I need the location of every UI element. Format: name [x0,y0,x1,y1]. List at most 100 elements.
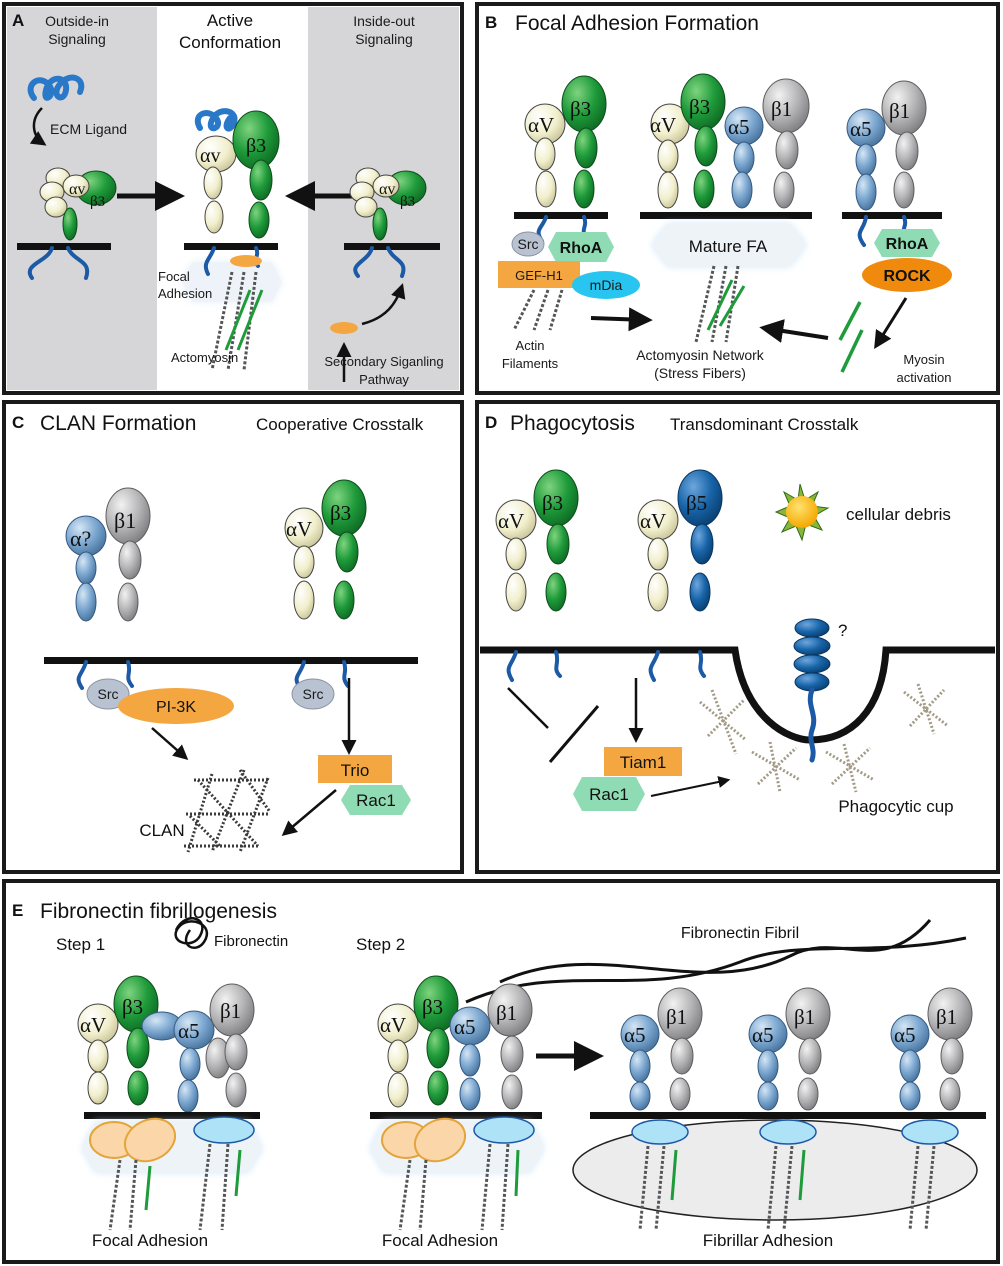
b3-label-a3: β3 [400,194,415,210]
av-label-e2: αV [380,1013,406,1037]
phagocytic-cup-label: Phagocytic cup [838,797,953,816]
ecm-arrow [29,107,47,146]
b3-label-a1: β3 [90,194,105,210]
a-question-label: α? [70,526,91,551]
b1-label-b3: β1 [889,99,910,123]
fibronectin-tangle [174,917,208,949]
actomyosin-network-b [694,265,746,343]
focal-adhesion-label-e1: Focal Adhesion [92,1231,208,1250]
panel-e-title: Fibronectin fibrillogenesis [40,900,277,923]
panel-a: A Outside-in Signaling Active Conformati… [2,2,464,395]
integrin-cluster-b: αV β3 α5 β1 [650,73,810,209]
ecm-ligand-label: ECM Ligand [50,121,127,137]
panel-e: E Fibronectin fibrillogenesis Step 1 Ste… [2,879,1000,1264]
rac1-label-c: Rac1 [356,791,396,810]
pi3k-label: PI-3K [156,699,196,716]
panel-b: B Focal Adhesion Formation αV β3 Src Rho… [475,2,1000,395]
av-label-a2: αv [200,145,220,167]
step2-label: Step 2 [356,935,405,954]
rac1-label-d: Rac1 [589,785,629,804]
src-label-c2: Src [303,686,324,702]
integrin-av-b5-d: αV β5 [637,469,723,612]
actin-label-line2: Filaments [502,356,559,371]
actin-step2 [398,1143,520,1231]
integrin-a5-b1: α5 β1 [846,80,927,211]
b1-label-e1: β1 [220,999,241,1023]
step2-integrins: αV β3 α5 β1 [377,975,533,1111]
panel-c-letter: C [12,413,24,432]
gef-h1-label: GEF-H1 [515,268,563,283]
myosin-label-line1: Myosin [903,352,944,367]
b1-label-e4: β1 [794,1005,815,1029]
av-label-d1: αV [498,509,524,533]
av-label-d2: αV [640,509,666,533]
a5-label-b3: α5 [850,117,872,141]
fibrillar-integrins: α5 β1 α5 β1 α5 β1 [620,987,973,1111]
active-label-line2: Conformation [179,33,281,52]
integrin-av-b3-c: αV β3 [284,479,367,620]
focal-adhesion-label-a-line2: Adhesion [158,286,212,301]
fibril-label: Fibronectin Fibril [681,925,799,942]
panel-c-title: CLAN Formation [40,412,196,435]
actomyosin-label-a: Actomyosin [171,350,238,365]
a5-label-e2: α5 [454,1015,476,1039]
integrin-av-b3-d: αV β3 [495,469,579,612]
actin-fibrillar [638,1145,936,1231]
av-label-a1: αv [69,181,85,198]
panel-c-subtitle: Cooperative Crosstalk [256,415,424,434]
debris-sun-icon [774,483,830,542]
b1-label-b2: β1 [771,97,792,121]
b1-label-e2: β1 [496,1001,517,1025]
fibronectin-fibril-curve [465,919,967,1004]
b3-label-e1: β3 [122,995,143,1019]
inside-out-label-line1: Inside-out [353,13,415,29]
src-label-c1: Src [98,686,119,702]
panel-a-letter: A [12,11,24,30]
mature-fa-label: Mature FA [689,237,768,256]
fibronectin-label: Fibronectin [214,933,288,950]
panel-d: D Phagocytosis Transdominant Crosstalk α… [475,400,1000,874]
panel-d-title: Phagocytosis [510,412,635,435]
panel-d-subtitle: Transdominant Crosstalk [670,415,859,434]
debris-label: cellular debris [846,505,951,524]
b3-label-a2: β3 [246,135,266,157]
av-label-b2: αV [650,113,676,137]
actin-bundle-a [210,271,264,371]
b1-label-c: β1 [114,508,136,533]
panel-d-letter: D [485,413,497,432]
av-label-a3: αv [379,181,395,198]
av-label-e1: αV [80,1013,106,1037]
active-label-line1: Active [207,11,253,30]
bent-integrin-inside-out: αv β3 [349,167,427,241]
b3-label-b1: β3 [570,97,591,121]
a5-label-e4: α5 [752,1023,774,1047]
ecm-ligand-coil [27,74,85,101]
av-label-b1: αV [528,113,554,137]
b3-label-b2: β3 [689,95,710,119]
outside-in-label-line2: Signaling [48,31,106,47]
src-label-b: Src [518,236,539,252]
b3-label-e2: β3 [422,995,443,1019]
actin-filaments-b [512,289,564,331]
bent-integrin-outside-in: αv β3 [39,167,117,241]
a5-label-e3: α5 [624,1023,646,1047]
rhoa-label-b1: RhoA [560,240,603,257]
integrin-av-b3-b1: αV β3 [524,75,607,209]
a5-label-b2: α5 [728,115,750,139]
actin-step1 [108,1143,242,1231]
step1-integrins: αV β3 α5 β1 [77,975,255,1113]
integrin-aq-b1: α? β1 [65,487,151,622]
panel-b-letter: B [485,13,497,32]
clan-lattice [184,769,272,853]
tail-a1 [27,246,90,280]
question-mark-label: ? [838,621,847,640]
fibrillar-adhesion-label: Fibrillar Adhesion [703,1231,833,1250]
focal-adhesion-label-e2: Focal Adhesion [382,1231,498,1250]
actin-label-line1: Actin [516,338,545,353]
active-integrin: αv β3 [195,108,280,239]
focal-adhesion-label-a-line1: Focal [158,269,190,284]
rhoa-label-b2: RhoA [886,236,929,253]
step1-label: Step 1 [56,935,105,954]
inside-out-label-line2: Signaling [355,31,413,47]
